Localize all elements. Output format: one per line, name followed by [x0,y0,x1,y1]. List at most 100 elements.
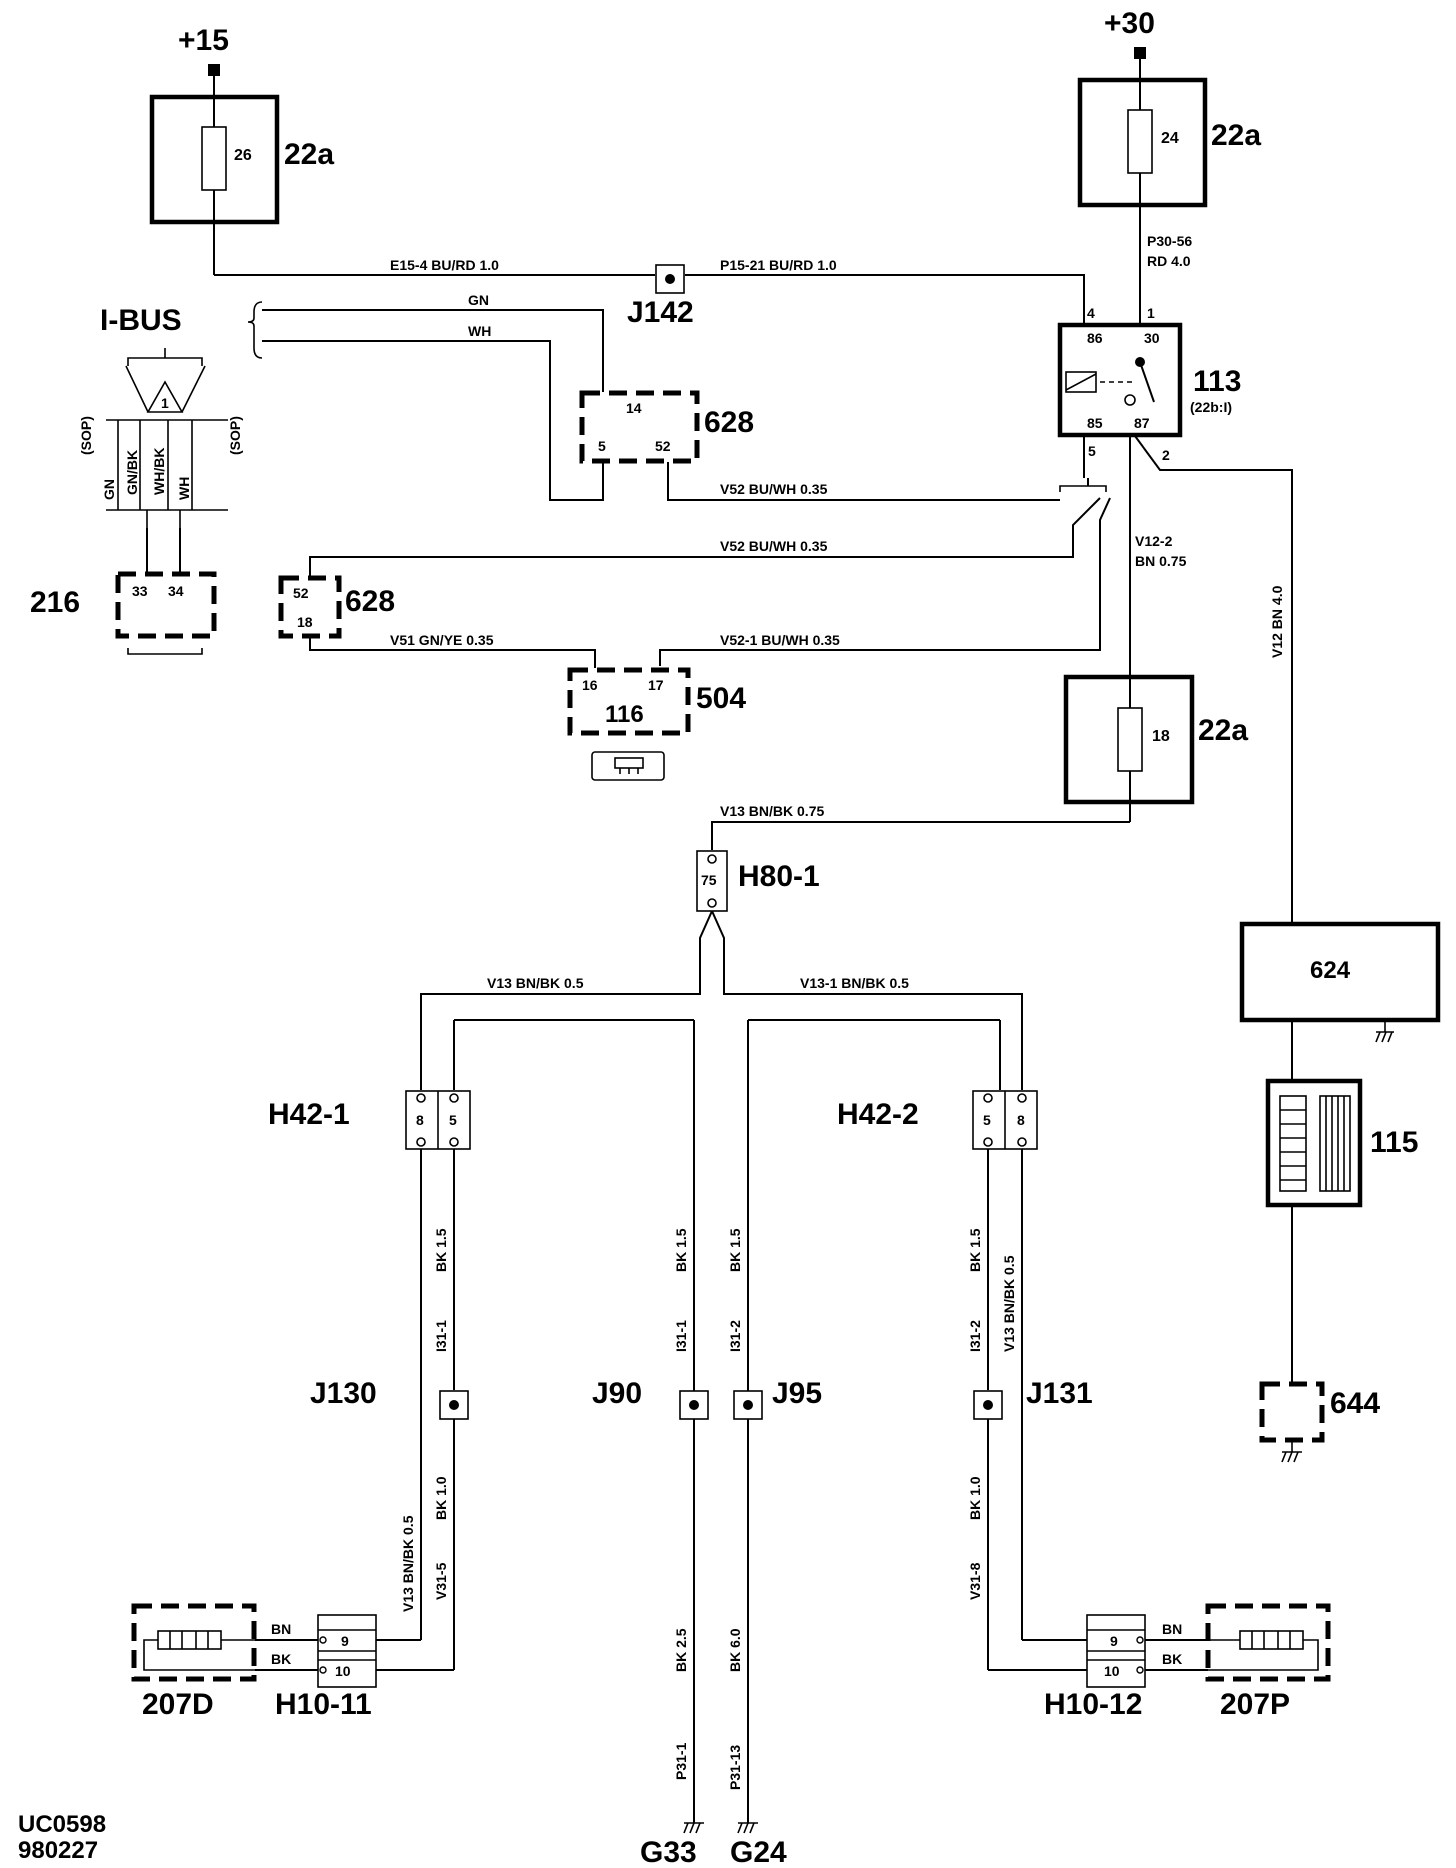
h421-pin-8: 8 [416,1112,424,1128]
h422-pin-8: 8 [1017,1112,1025,1128]
ground-g24-label: G24 [730,1836,787,1868]
ground-g33-icon [683,1822,704,1834]
m504-pin-17: 17 [648,677,664,693]
right-column-group: 624 115 644 [1239,921,1441,1463]
ibus-side-group: 1 (SOP) GN GN/BK WH/BK WH (SOP) 33 34 21… [30,348,243,655]
footer: UC0598 980227 [18,1811,106,1864]
wire-v52-1-label: V52-1 BU/WH 0.35 [720,632,840,648]
wire-v13-bnbk05-r-label: V13 BN/BK 0.5 [1001,1255,1017,1352]
supply-30-terminal [1134,47,1146,59]
wire-bk15-c-label: BK 1.5 [727,1228,743,1272]
wire-gn-label: GN [468,292,489,308]
connector-h10-11-label: H10-11 [275,1688,372,1721]
module-116-label: 116 [605,701,644,728]
module-628a-label: 628 [704,406,754,439]
m216-pin-33: 33 [132,583,148,599]
m628a-pin-5: 5 [598,438,606,454]
supply-15-label: +15 [178,24,229,57]
wire-bk10-a-label: BK 1.0 [433,1476,449,1520]
warning-triangle-icon [146,380,184,413]
relay-pin-2: 2 [1162,447,1170,463]
wire-v31-5-label: V31-5 [433,1562,449,1600]
h1012-pin-9: 9 [1110,1633,1118,1649]
wire-v52-a-label: V52 BU/WH 0.35 [720,481,828,497]
wire-bn075-label: BN 0.75 [1135,553,1187,569]
relay-pin-86: 86 [1087,330,1103,346]
wire-i31-2a-label: I31-2 [727,1320,743,1352]
left-branch-group: 8 5 H42-1 BK 1.5 I31-1 J130 V13 BN/BK 0.… [131,1019,695,1721]
module-644-label: 644 [1330,1387,1380,1420]
module-207d-label: 207D [142,1688,214,1721]
triangle-number: 1 [161,395,169,411]
fuse-26-number: 26 [234,147,252,164]
module-207d [131,1603,257,1682]
h1011-pin-10: 10 [335,1663,351,1679]
relay-pin-85: 85 [1087,415,1103,431]
fuse-24 [1127,109,1153,174]
ibus-gn-label: GN [101,479,117,500]
relay-113: 4 1 86 30 85 87 113 (22b:I) 5 2 [1057,305,1241,463]
wire-bk-right-label: BK [1162,1651,1182,1667]
connector-symbol-504 [591,751,665,781]
ground-g24-icon [737,1822,758,1834]
fuse-18-group: 18 22a [1063,674,1248,822]
fuse-24-box-label: 22a [1211,119,1261,152]
m628b-pin-18: 18 [297,614,313,630]
module-644 [1259,1381,1325,1443]
connector-h10-12-label: H10-12 [1044,1688,1142,1721]
right-branch-group: H42-2 5 8 BK 1.5 I31-2 V13 BN/BK 0.5 J13… [837,1020,1331,1721]
fuse-box-22a-right [1077,77,1208,208]
module-207p [1205,1603,1331,1682]
connector-h42-1-label: H42-1 [268,1098,350,1131]
center-ground-group: BK 1.5 I31-1 J90 BK 2.5 P31-1 G33 BK 1.5… [592,1019,1000,1868]
h422-pin-5: 5 [983,1112,991,1128]
wire-e15-4-label: E15-4 BU/RD 1.0 [390,257,499,273]
m216-pin-34: 34 [168,583,184,599]
v52-second-line: V52 BU/WH 0.35 [309,497,1111,666]
h1011-pin-9: 9 [341,1633,349,1649]
relay-pin-1: 1 [1147,305,1155,321]
ibus-whbk-label: WH/BK [151,448,167,495]
supply-15-group: +15 26 22a [149,24,334,275]
wire-p31-13-label: P31-13 [727,1745,743,1790]
top-wire-group: E15-4 BU/RD 1.0 P15-21 BU/RD 1.0 J142 [214,257,1085,329]
fuse-18-number: 18 [1152,728,1170,745]
wire-v51-label: V51 GN/YE 0.35 [390,632,494,648]
supply-30-label: +30 [1104,7,1155,40]
supply-30-group: +30 24 22a P30-56 RD 4.0 [1077,7,1261,324]
wire-i31-1b-label: I31-1 [673,1320,689,1352]
module-624-label: 624 [1310,957,1351,984]
module-504-label: 504 [696,682,746,715]
wire-bk15-a-label: BK 1.5 [433,1228,449,1272]
sop-right-label: (SOP) [227,416,243,455]
wire-v31-8-label: V31-8 [967,1562,983,1600]
h80-1-group: V13 BN/BK 0.75 75 H80-1 V13 BN/BK 0.5 V1… [420,803,1130,1090]
module-115-label: 115 [1370,1126,1418,1159]
wire-bn-left-label: BN [271,1621,291,1637]
wire-bk-left-label: BK [271,1651,291,1667]
m628a-pin-52: 52 [655,438,671,454]
wire-bk15-b-label: BK 1.5 [673,1228,689,1272]
m628a-pin-14: 14 [626,400,642,416]
fuse-18 [1117,707,1143,772]
ground-624-icon [1375,1020,1394,1043]
fuse-26-box-label: 22a [284,138,334,171]
wire-p30-56-label: P30-56 [1147,233,1192,249]
fuse-24-number: 24 [1161,130,1179,147]
wire-bn-right-label: BN [1162,1621,1182,1637]
module-628-top: 14 5 52 628 V52 BU/WH 0.35 [579,390,1107,501]
splice-j131-label: J131 [1026,1377,1093,1410]
wire-v12-bn40-label: V12 BN 4.0 [1269,585,1285,658]
splice-j90-label: J90 [592,1377,642,1410]
module-624 [1239,921,1441,1023]
wire-rd40-label: RD 4.0 [1147,253,1191,269]
relay-pin-30: 30 [1144,330,1160,346]
connector-h42-2-label: H42-2 [837,1098,919,1131]
fuse-26 [201,126,227,191]
splice-j130-label: J130 [310,1377,377,1410]
wire-v13-top-label: V13 BN/BK 0.75 [720,803,824,819]
ibus-gnbk-label: GN/BK [124,450,140,495]
module-207p-label: 207P [1220,1688,1290,1721]
module-216-label: 216 [30,586,80,619]
